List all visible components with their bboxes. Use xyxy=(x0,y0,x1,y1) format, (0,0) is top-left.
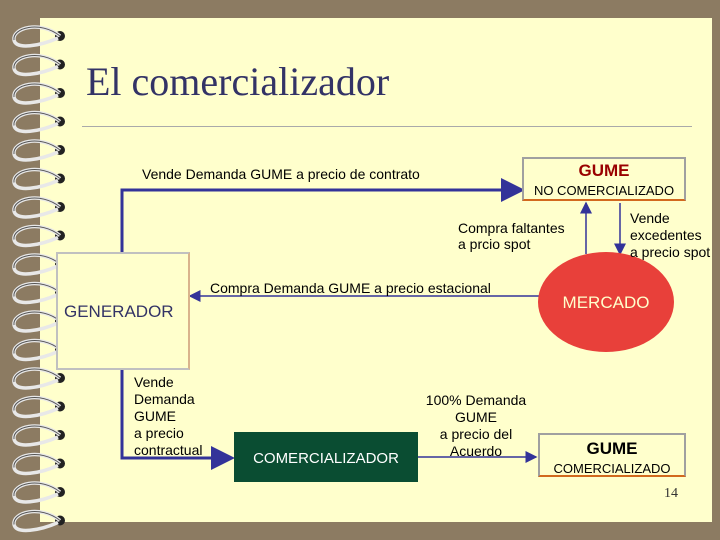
label-contractual-3: GUME xyxy=(134,408,176,424)
spiral-binding xyxy=(12,25,65,533)
binding-ring-shade xyxy=(13,340,61,354)
binding-ring-shade xyxy=(13,397,61,411)
binding-ring-shade xyxy=(13,454,61,468)
label-contractual-1: Vende xyxy=(134,374,174,390)
label-compra-estacional: Compra Demanda GUME a precio estacional xyxy=(210,280,491,296)
gume-top-title: GUME xyxy=(578,161,630,180)
label-contractual-2: Demanda xyxy=(134,391,195,407)
label-acuerdo-3: a precio del xyxy=(439,426,513,442)
label-vende-excedentes-2: excedentes xyxy=(630,227,702,243)
binding-ring-shade xyxy=(13,26,61,41)
binding-ring-shade xyxy=(13,83,61,98)
binding-ring-shade xyxy=(13,112,61,126)
binding-ring-shade xyxy=(13,482,61,497)
comercializador-node: COMERCIALIZADOR xyxy=(234,432,418,482)
binding-ring-shade xyxy=(13,283,61,297)
binding-ring-shade xyxy=(13,311,61,326)
gume-top-subtitle: NO COMERCIALIZADO xyxy=(533,183,675,198)
binding-ring-shade xyxy=(13,169,61,183)
label-vende-excedentes-3: a precio spot xyxy=(630,244,711,260)
binding-ring-shade xyxy=(13,511,61,525)
title-divider xyxy=(82,126,692,127)
label-acuerdo-2: GUME xyxy=(455,409,497,425)
gume-bottom-subtitle: COMERCIALIZADO xyxy=(553,461,671,476)
binding-ring-shade xyxy=(13,197,61,212)
generador-node: GENERADOR xyxy=(56,252,190,370)
binding-ring-shade xyxy=(13,254,61,269)
binding-ring-shade xyxy=(13,140,61,155)
mercado-label: MERCADO xyxy=(562,293,650,312)
comercializador-label: COMERCIALIZADOR xyxy=(253,450,399,467)
label-vende-excedentes-1: Vende xyxy=(630,210,670,226)
label-acuerdo-4: Acuerdo xyxy=(449,443,503,459)
label-contractual-5: contractual xyxy=(134,442,203,458)
binding-ring-shade xyxy=(13,226,61,240)
label-contractual-4: a precio xyxy=(134,425,184,441)
gume-comercializado-node: GUME COMERCIALIZADO xyxy=(538,433,686,477)
arrow-vende-contractual xyxy=(120,370,235,470)
arrow-vende-contrato xyxy=(120,178,525,252)
label-compra-faltantes-2: a prcio spot xyxy=(458,236,531,252)
slide-title: El comercializador xyxy=(86,59,390,104)
mercado-node xyxy=(538,252,674,352)
label-vende-contrato: Vende Demanda GUME a precio de contrato xyxy=(142,166,420,182)
binding-ring-shade xyxy=(13,55,61,69)
label-compra-faltantes-1: Compra faltantes xyxy=(458,220,565,236)
gume-no-comercializado-node: GUME NO COMERCIALIZADO xyxy=(522,157,686,201)
binding-ring-shade xyxy=(13,368,61,383)
label-acuerdo-1: 100% Demanda xyxy=(425,392,527,408)
binding-ring-shade xyxy=(13,425,61,440)
generador-label: GENERADOR xyxy=(64,302,174,321)
page-number: 14 xyxy=(664,486,678,501)
gume-bottom-title: GUME xyxy=(586,439,638,458)
